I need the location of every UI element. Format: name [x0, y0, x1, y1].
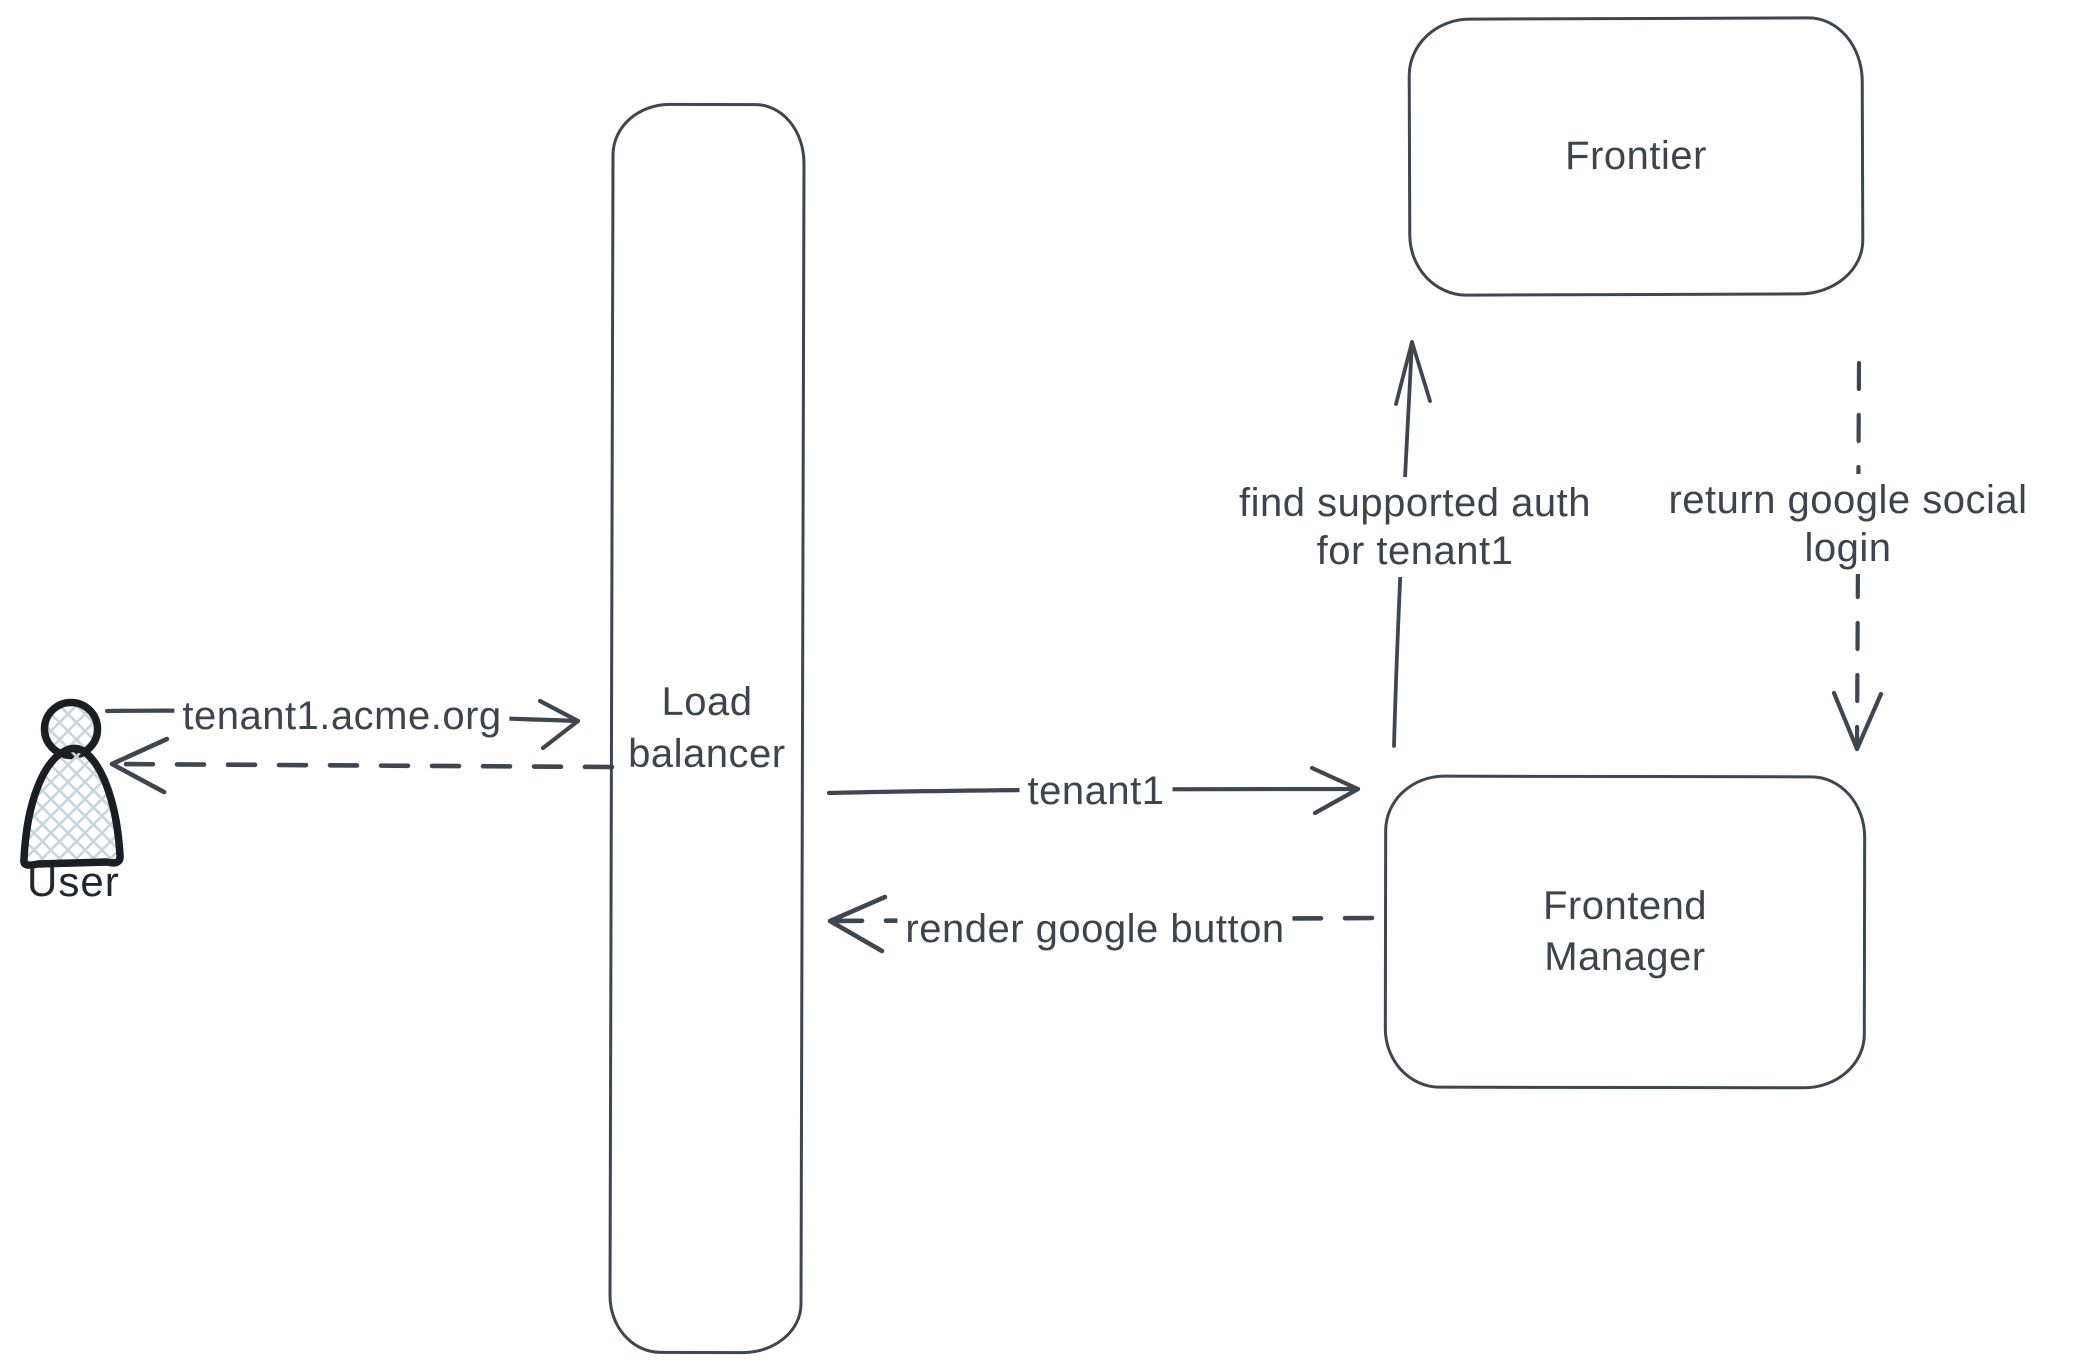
node-frontend-manager: Frontend Manager — [1383, 774, 1867, 1090]
edge-label-return-social: return google social login — [1660, 474, 2036, 574]
load-balancer-label-line2: balancer — [628, 731, 786, 776]
node-frontier-label: Frontier — [1565, 133, 1707, 179]
edge-label-render-button: render google button — [897, 903, 1293, 955]
frontend-manager-label-line2: Manager — [1544, 934, 1706, 980]
node-load-balancer: Load balancer — [608, 102, 806, 1355]
return-social-label-line2: login — [1804, 526, 1892, 570]
node-frontend-manager-label: Frontend Manager — [1543, 881, 1707, 984]
return-social-label-line1: return google social — [1668, 478, 2028, 522]
user-label: User — [27, 858, 120, 905]
find-auth-label-line2: for tenant1 — [1316, 529, 1514, 573]
load-balancer-label-line1: Load — [661, 680, 753, 725]
edge-label-user-request: tenant1.acme.org — [174, 690, 510, 742]
edge-label-tenant-forward: tenant1 — [1019, 765, 1173, 817]
node-frontier: Frontier — [1407, 16, 1865, 297]
frontend-manager-label-line1: Frontend — [1542, 883, 1708, 928]
edge-label-find-auth: find supported auth for tenant1 — [1231, 477, 1599, 577]
find-auth-label-line1: find supported auth — [1239, 481, 1591, 525]
arrow-return-social — [1831, 360, 1884, 752]
arrow-user-response — [109, 736, 615, 795]
user-icon — [20, 698, 124, 869]
node-load-balancer-label: Load balancer — [628, 677, 786, 780]
